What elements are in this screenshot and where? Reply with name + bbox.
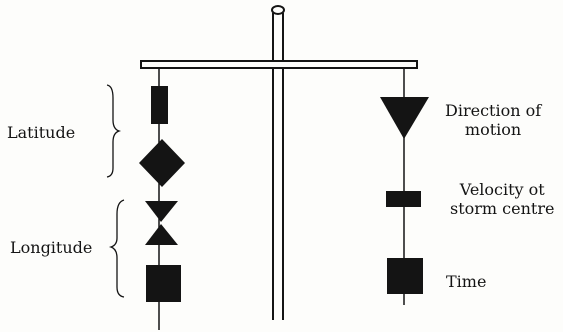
latitude-brace xyxy=(107,85,119,177)
longitude-upper-cone xyxy=(145,201,178,222)
longitude-lower-cone xyxy=(145,224,178,245)
latitude-drum xyxy=(151,86,168,124)
longitude-label: Longitude xyxy=(10,238,92,257)
velocity-label-line-1: Velocity ot xyxy=(450,180,554,199)
longitude-brace xyxy=(111,200,124,297)
mast xyxy=(272,6,284,320)
direction-cone xyxy=(380,97,429,139)
mast-finial xyxy=(272,6,284,14)
velocity-drum xyxy=(386,191,421,207)
velocity-label: Velocity ot storm centre xyxy=(450,180,554,218)
velocity-label-line-2: storm centre xyxy=(450,199,554,218)
time-label: Time xyxy=(446,272,486,291)
longitude-square xyxy=(146,265,181,302)
direction-label-line-2: motion xyxy=(445,120,541,139)
latitude-diamond xyxy=(139,139,185,187)
yard-arm xyxy=(141,61,417,68)
direction-label: Direction of motion xyxy=(445,101,541,139)
latitude-label: Latitude xyxy=(7,123,75,142)
direction-label-line-1: Direction of xyxy=(445,101,541,120)
time-square xyxy=(387,258,423,294)
